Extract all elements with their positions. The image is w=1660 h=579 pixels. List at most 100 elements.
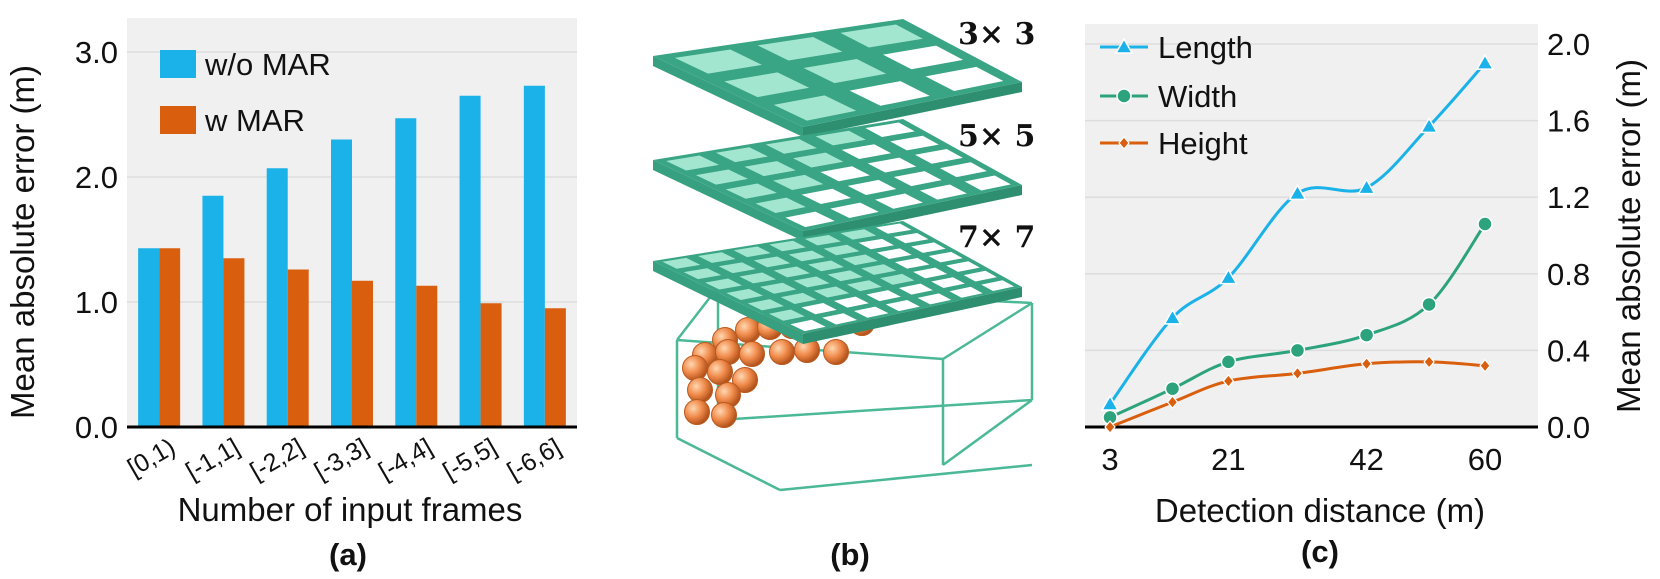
- grid-cell: [840, 24, 923, 48]
- panel-c-caption: (c): [1301, 534, 1339, 569]
- panel-a-y-axis-label: Mean absolute error (m): [4, 65, 41, 419]
- grid-cell: [911, 242, 946, 253]
- grid-cell: [801, 303, 837, 315]
- grid-cell: [890, 135, 939, 151]
- grid-cell: [981, 280, 1015, 292]
- data-point-width: [1164, 380, 1181, 397]
- panel-c-y-tick-label: 0.4: [1547, 333, 1590, 368]
- data-point-width: [1220, 354, 1237, 370]
- grid-cell: [769, 309, 805, 321]
- grid-cell: [695, 169, 748, 185]
- bar-wo-mar: [523, 85, 545, 427]
- panel-a-bars: [138, 85, 566, 427]
- bar-w-mar: [352, 280, 373, 427]
- point-sphere: [739, 341, 765, 367]
- grid-layer-3x3: [653, 19, 1022, 137]
- grid-cell: [939, 162, 987, 178]
- panel-a-x-tick-label: [-3,3]: [310, 433, 373, 486]
- grid-cell: [683, 268, 722, 280]
- legend-swatch-wo-mar: [160, 50, 196, 78]
- grid-layer-edge: [803, 82, 1022, 137]
- grid-cell: [876, 248, 912, 259]
- panel-c-series-lines: [1100, 53, 1495, 434]
- data-point-length: [1219, 268, 1238, 285]
- data-point-height: [1166, 395, 1179, 410]
- panel-c-x-tick-label: 60: [1468, 442, 1502, 477]
- bar-w-mar: [159, 248, 181, 427]
- panel-b-grid-diagram: 3× 3 5× 5 7× 7 (b): [653, 17, 1035, 572]
- legend-marker-length: [1114, 37, 1134, 54]
- point-sphere: [769, 339, 795, 365]
- grid-cell: [925, 66, 1004, 91]
- panel-c-y-tick-label: 1.2: [1547, 180, 1590, 215]
- grid-cell: [822, 313, 858, 325]
- grid-cell: [733, 246, 771, 258]
- grid-cell: [793, 152, 844, 168]
- panel-a-y-tick-labels: 0.01.02.03.0: [75, 35, 118, 445]
- panel-c-y-tick-label: 2.0: [1547, 27, 1590, 62]
- panel-c-y-tick-label: 0.0: [1547, 410, 1590, 445]
- panel-a-x-tick-label: [-2,2]: [245, 433, 308, 486]
- data-point-length: [1288, 183, 1307, 201]
- data-point-width: [1289, 342, 1306, 359]
- data-point-width: [1421, 296, 1437, 313]
- panel-a-y-tick-label: 2.0: [75, 160, 118, 195]
- grid-cell: [773, 174, 824, 191]
- panel-c-x-tick-label: 42: [1349, 442, 1383, 477]
- panel-a-y-tick-label: 0.0: [75, 410, 118, 445]
- panel-c-x-axis-label: Detection distance (m): [1155, 492, 1485, 529]
- data-point-width: [1358, 327, 1375, 343]
- bar-wo-mar: [266, 168, 288, 427]
- data-point-height: [1479, 358, 1491, 373]
- grid-cell: [747, 299, 784, 311]
- data-point-length: [1357, 178, 1376, 195]
- data-point-length: [1475, 53, 1495, 70]
- grid-cell: [718, 262, 756, 274]
- data-point-height: [1360, 356, 1373, 371]
- legend-label-height: Height: [1158, 126, 1248, 161]
- point-sphere: [707, 359, 733, 385]
- panel-a-bar-chart: 0.01.02.03.0 [0,1)[-1,1][-2,2][-3,3][-4,…: [4, 18, 577, 572]
- legend-label-width: Width: [1158, 79, 1237, 114]
- grid-label-7x7: 7× 7: [958, 220, 1035, 255]
- bar-wo-mar: [202, 195, 224, 427]
- grid-cell: [773, 266, 810, 278]
- grid-cell: [823, 244, 860, 256]
- grid-cell: [894, 258, 930, 269]
- legend-swatch-w-mar: [160, 106, 196, 134]
- data-point-height: [1222, 374, 1235, 388]
- grid-cell: [867, 157, 917, 173]
- panel-a-x-tick-label: [-1,1]: [181, 433, 244, 486]
- grid-cell: [715, 147, 768, 163]
- grid-cell: [949, 286, 983, 298]
- grid-cell: [769, 240, 806, 252]
- grid-cell: [964, 175, 1011, 191]
- point-sphere: [711, 402, 737, 428]
- grid-cell: [858, 238, 894, 250]
- grid-cell: [963, 270, 997, 282]
- grid-cell: [840, 229, 877, 240]
- grid-cell: [893, 171, 942, 187]
- grid-cell: [928, 251, 963, 263]
- data-point-height: [1423, 354, 1435, 369]
- grid-cell: [666, 155, 719, 171]
- pyramid-grid-layers: [653, 19, 1022, 344]
- grid-cell: [726, 288, 763, 300]
- legend-label-length: Length: [1158, 30, 1253, 65]
- data-point-height: [1291, 366, 1304, 381]
- point-sphere: [682, 355, 708, 381]
- panel-a-x-tick-label: [-4,4]: [374, 433, 437, 486]
- grid-cell: [820, 166, 870, 182]
- grid-cell: [788, 250, 825, 262]
- data-point-length: [1419, 116, 1439, 134]
- grid-cell: [865, 122, 915, 138]
- grid-cell: [674, 49, 762, 74]
- legend-marker-width: [1116, 88, 1132, 104]
- point-sphere: [732, 367, 758, 393]
- data-point-height: [1104, 420, 1116, 434]
- bar-w-mar: [480, 303, 502, 427]
- grid-cell: [853, 306, 889, 318]
- grid-cell: [893, 232, 929, 244]
